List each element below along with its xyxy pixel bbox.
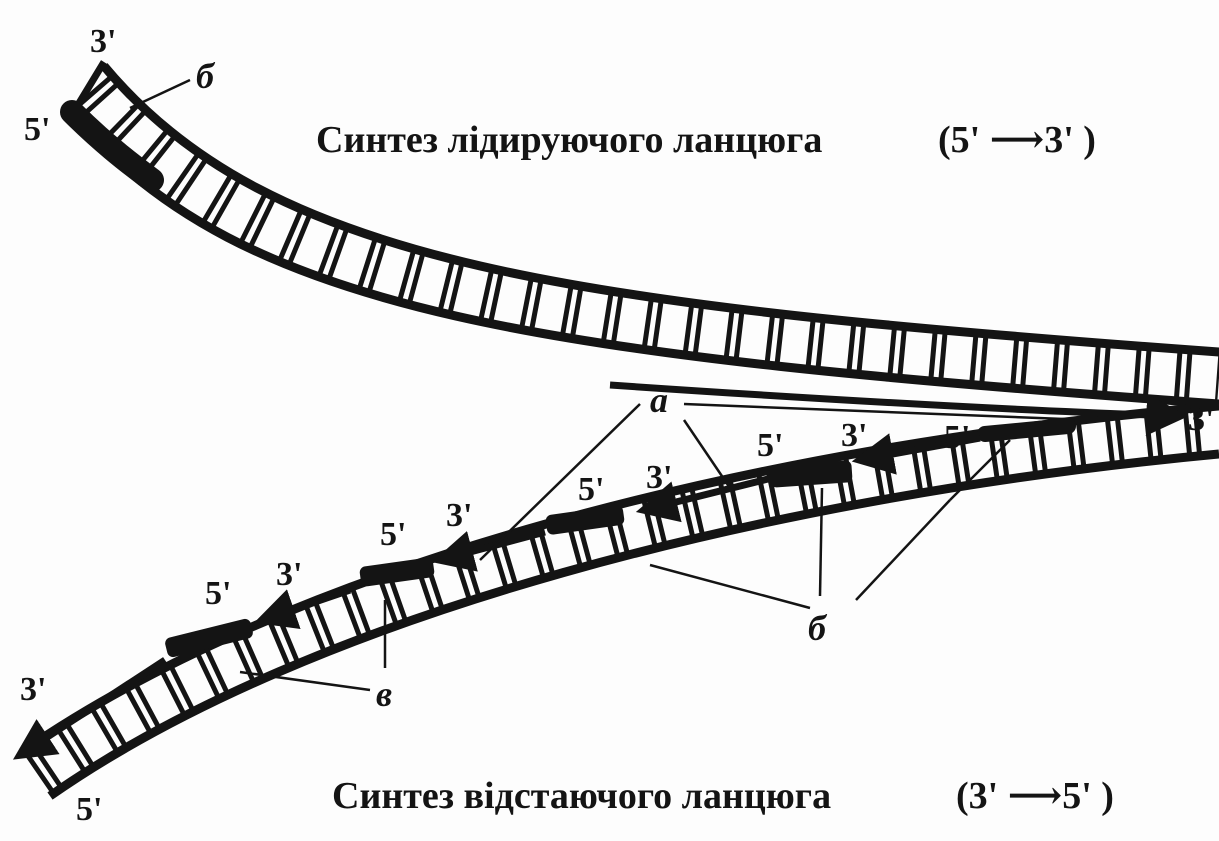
leading-end-cap xyxy=(67,60,107,120)
leader-lines xyxy=(129,78,1091,692)
upper-top-end-label: 3' xyxy=(90,23,116,60)
leading-strand xyxy=(60,60,1219,409)
letter-a: а xyxy=(650,380,668,420)
okazaki-arrow xyxy=(431,528,546,572)
fragment-5-label: 5' xyxy=(380,516,406,553)
letter-b-bottom: б xyxy=(808,608,828,648)
fragment-labels: 5' 3' 5' 3' 5' 3' 5' 3' 5' xyxy=(205,417,970,612)
upper-left-end-label: 5' xyxy=(24,111,50,148)
lagging-strand-bottom-rail xyxy=(47,449,1219,800)
letter-b-top: б xyxy=(196,56,216,96)
fork-5-label: 5' xyxy=(944,419,970,456)
okazaki-arrow xyxy=(254,586,352,630)
okazaki-arrow xyxy=(851,433,981,475)
lagging-strand xyxy=(19,401,1219,800)
fragment-5-label: 5' xyxy=(757,427,783,464)
fragment-5-label: 5' xyxy=(578,471,604,508)
fragment-3-label: 3' xyxy=(446,497,472,534)
leading-strand-title: Синтез лідируючого ланцюга xyxy=(316,119,822,161)
upper-right-end-label: 3' xyxy=(1188,401,1214,438)
lagging-strand-title: Синтез відстаючого ланцюга xyxy=(332,775,831,817)
fragment-3-label: 3' xyxy=(646,459,672,496)
primer-block xyxy=(545,505,625,535)
fragment-3-label: 3' xyxy=(841,417,867,454)
fragment-5-label: 5' xyxy=(205,575,231,612)
leading-direction: (5' ⟶3' ) xyxy=(938,119,1096,161)
leading-primer xyxy=(60,100,164,192)
captions: Синтез лідируючого ланцюга (5' ⟶3' ) Син… xyxy=(316,119,1114,817)
letter-v: в xyxy=(376,674,392,714)
fragment-3-label: 3' xyxy=(276,556,302,593)
lagging-direction: (3' ⟶5' ) xyxy=(956,775,1114,817)
lagging-strand-top-rail xyxy=(19,401,1219,756)
okazaki-arrow xyxy=(635,474,773,523)
leading-strand-outer-rail xyxy=(100,63,1219,357)
leading-arrow-tail xyxy=(977,418,1076,442)
legend-letters: б а б в xyxy=(196,56,828,714)
primer-block xyxy=(359,557,435,587)
lower-top-end-label: 3' xyxy=(20,671,46,708)
leading-synthesis-arrow xyxy=(609,381,1189,436)
primer-block xyxy=(165,618,253,658)
okazaki-fragments xyxy=(12,433,981,760)
okazaki-arrow xyxy=(12,657,167,760)
lower-bottom-end-label: 5' xyxy=(76,791,102,828)
leading-strand-inner-rail xyxy=(68,111,1219,409)
primer-block xyxy=(769,460,853,488)
end-labels: 3' 5' 3' 3' 5' xyxy=(20,23,1214,828)
